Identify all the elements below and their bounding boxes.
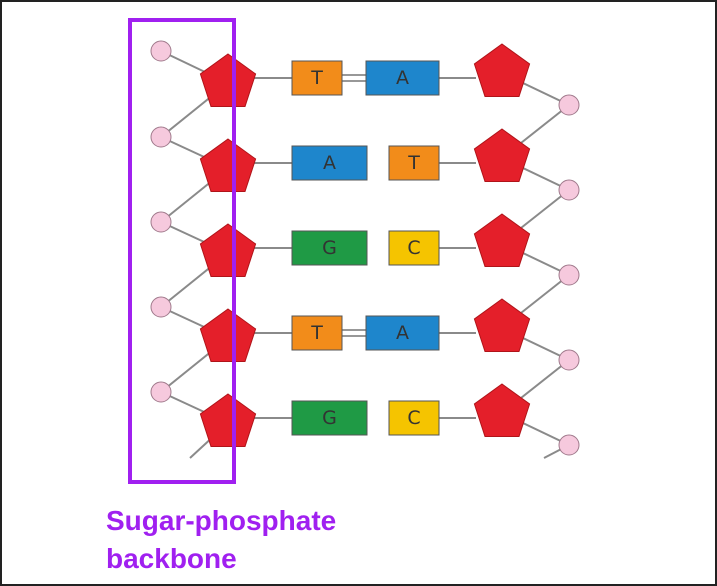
base-letter: T (407, 152, 420, 174)
phosphate-circle (558, 94, 580, 116)
sugar-pentagon (199, 53, 257, 107)
sugar-pentagon (199, 138, 257, 192)
phosphate-circle (150, 296, 172, 318)
sugar-pentagon (473, 383, 531, 437)
sugar-pentagon (199, 393, 257, 447)
backbone-highlight-box (128, 18, 236, 484)
base-letter: G (322, 407, 337, 429)
phosphate-circle (558, 434, 580, 456)
base-letter: C (407, 237, 420, 259)
sugar-pentagon (473, 298, 531, 352)
base-letter: G (322, 237, 337, 259)
nucleotide-base-G (291, 400, 368, 436)
phosphate-circle (558, 264, 580, 286)
base-letter: A (323, 152, 336, 174)
sugar-pentagon (473, 43, 531, 97)
nucleotide-base-C (388, 400, 440, 436)
phosphate-circle (558, 349, 580, 371)
phosphate-circle (150, 40, 172, 62)
phosphate-circle (150, 381, 172, 403)
backbone-caption: Sugar-phosphate backbone (106, 502, 336, 578)
base-letter: A (396, 67, 409, 89)
sugar-pentagon (199, 223, 257, 277)
nucleotide-base-T (291, 60, 343, 96)
backbone-caption-line1: Sugar-phosphate (106, 505, 337, 536)
base-letter: T (310, 322, 323, 344)
nucleotide-base-A (365, 315, 440, 351)
nucleotide-base-T (388, 145, 440, 181)
phosphate-circle (558, 179, 580, 201)
backbone-caption-line2: backbone (106, 543, 237, 574)
sugar-pentagon (473, 213, 531, 267)
base-letter: C (407, 407, 420, 429)
sugar-pentagon (473, 128, 531, 182)
sugar-pentagon (199, 308, 257, 362)
nucleotide-base-G (291, 230, 368, 266)
nucleotide-base-T (291, 315, 343, 351)
nucleotide-base-C (388, 230, 440, 266)
nucleotide-base-A (291, 145, 368, 181)
nucleotide-base-A (365, 60, 440, 96)
base-letter: T (310, 67, 323, 89)
phosphate-circle (150, 126, 172, 148)
phosphate-circle (150, 211, 172, 233)
base-letter: A (396, 322, 409, 344)
